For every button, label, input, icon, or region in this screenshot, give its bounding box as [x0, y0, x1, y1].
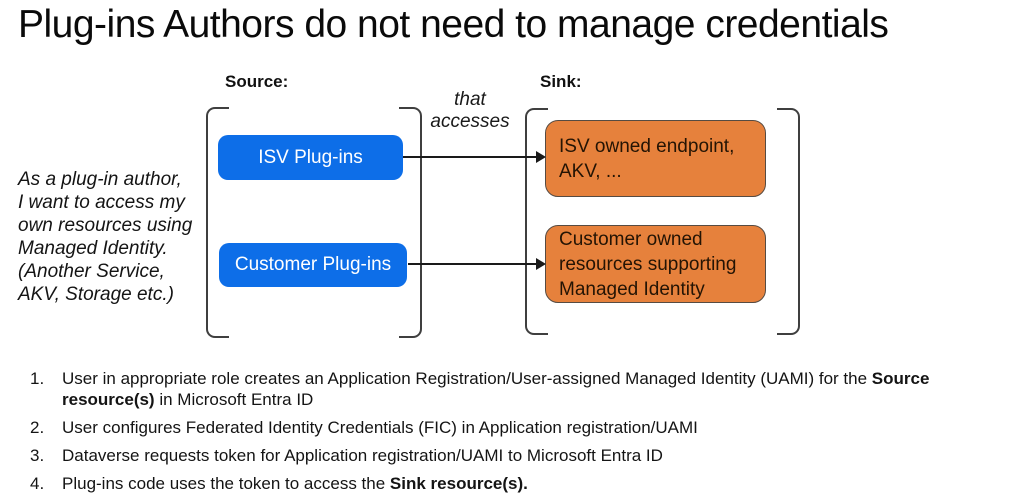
step-text-pre: User in appropriate role creates an Appl…	[62, 369, 872, 388]
step-text-bold: Source resource(s)	[62, 369, 930, 409]
step-text: User configures Federated Identity Crede…	[62, 417, 698, 438]
step-item-3: 3. Dataverse requests token for Applicat…	[30, 445, 1008, 466]
arrow-head-icon	[536, 258, 546, 270]
step-item-2: 2. User configures Federated Identity Cr…	[30, 417, 1008, 438]
sink-box-customer-resources: Customer owned resources supporting Mana…	[545, 225, 766, 303]
sink-bracket-right	[777, 108, 800, 335]
arrow-isv-to-sink	[403, 151, 546, 163]
sink-section-label: Sink:	[540, 72, 582, 91]
steps-list: 1. User in appropriate role creates an A…	[30, 368, 1008, 501]
step-text: User in appropriate role creates an Appl…	[62, 368, 1008, 410]
source-section-label: Source:	[225, 72, 289, 91]
source-box-customer-plugins: Customer Plug-ins	[219, 243, 407, 287]
user-story-text: As a plug-in author, I want to access my…	[18, 169, 193, 305]
sink-bracket-left	[525, 108, 548, 335]
step-number: 4.	[30, 474, 45, 493]
step-text-bold: Sink resource(s).	[389, 474, 528, 493]
step-number: 2.	[30, 418, 45, 437]
step-number: 1.	[30, 369, 45, 388]
sink-box-isv-endpoint: ISV owned endpoint, AKV, ...	[545, 120, 766, 197]
arrow-head-icon	[536, 151, 546, 163]
source-bracket-right	[399, 107, 422, 338]
slide-title: Plug-ins Authors do not need to manage c…	[18, 3, 889, 46]
step-item-1: 1. User in appropriate role creates an A…	[30, 368, 1008, 410]
step-text-post: in Microsoft Entra ID	[154, 390, 314, 409]
step-item-4: 4. Plug-ins code uses the token to acces…	[30, 473, 1008, 494]
arrow-customer-to-sink	[408, 258, 546, 270]
step-text-pre: Plug-ins code uses the token to access t…	[62, 474, 390, 493]
source-bracket-left	[206, 107, 229, 338]
step-number: 3.	[30, 446, 45, 465]
step-text: Plug-ins code uses the token to access t…	[62, 473, 528, 494]
step-text: Dataverse requests token for Application…	[62, 445, 663, 466]
step-text-pre: Dataverse requests token for Application…	[62, 446, 663, 465]
step-text-pre: User configures Federated Identity Crede…	[62, 418, 698, 437]
source-box-isv-plugins: ISV Plug-ins	[218, 135, 403, 180]
connector-label: that accesses	[430, 89, 510, 132]
